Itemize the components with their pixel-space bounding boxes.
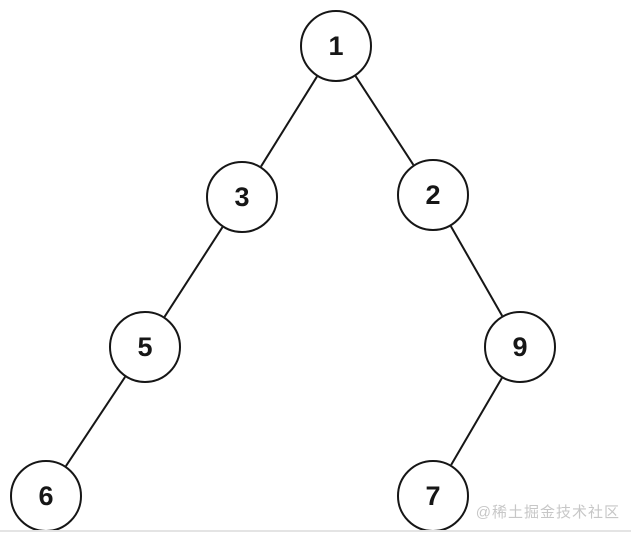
tree-edge-n1-n3 bbox=[260, 76, 318, 167]
bottom-rule-divider bbox=[0, 530, 631, 532]
tree-node-6: 6 bbox=[10, 460, 82, 532]
tree-edge-n1-n2 bbox=[354, 75, 415, 166]
tree-node-label: 2 bbox=[425, 179, 441, 210]
tree-node-label: 9 bbox=[512, 331, 528, 362]
tree-node-label: 6 bbox=[38, 480, 54, 511]
tree-node-5: 5 bbox=[109, 311, 181, 383]
tree-node-9: 9 bbox=[484, 311, 556, 383]
tree-node-label: 1 bbox=[328, 30, 344, 61]
watermark-text: @稀土掘金技术社区 bbox=[475, 504, 620, 521]
tree-edge-n9-n7 bbox=[450, 377, 503, 466]
tree-edge-n5-n6 bbox=[65, 376, 126, 467]
tree-node-label: 3 bbox=[234, 181, 250, 212]
tree-node-3: 3 bbox=[206, 161, 278, 233]
tree-node-1: 1 bbox=[300, 10, 372, 82]
tree-node-7: 7 bbox=[397, 460, 469, 532]
tree-node-2: 2 bbox=[397, 159, 469, 231]
tree-node-label: 7 bbox=[425, 480, 441, 511]
tree-edge-n2-n9 bbox=[450, 225, 503, 317]
tree-edge-n3-n5 bbox=[163, 226, 224, 318]
tree-node-label: 5 bbox=[137, 331, 153, 362]
